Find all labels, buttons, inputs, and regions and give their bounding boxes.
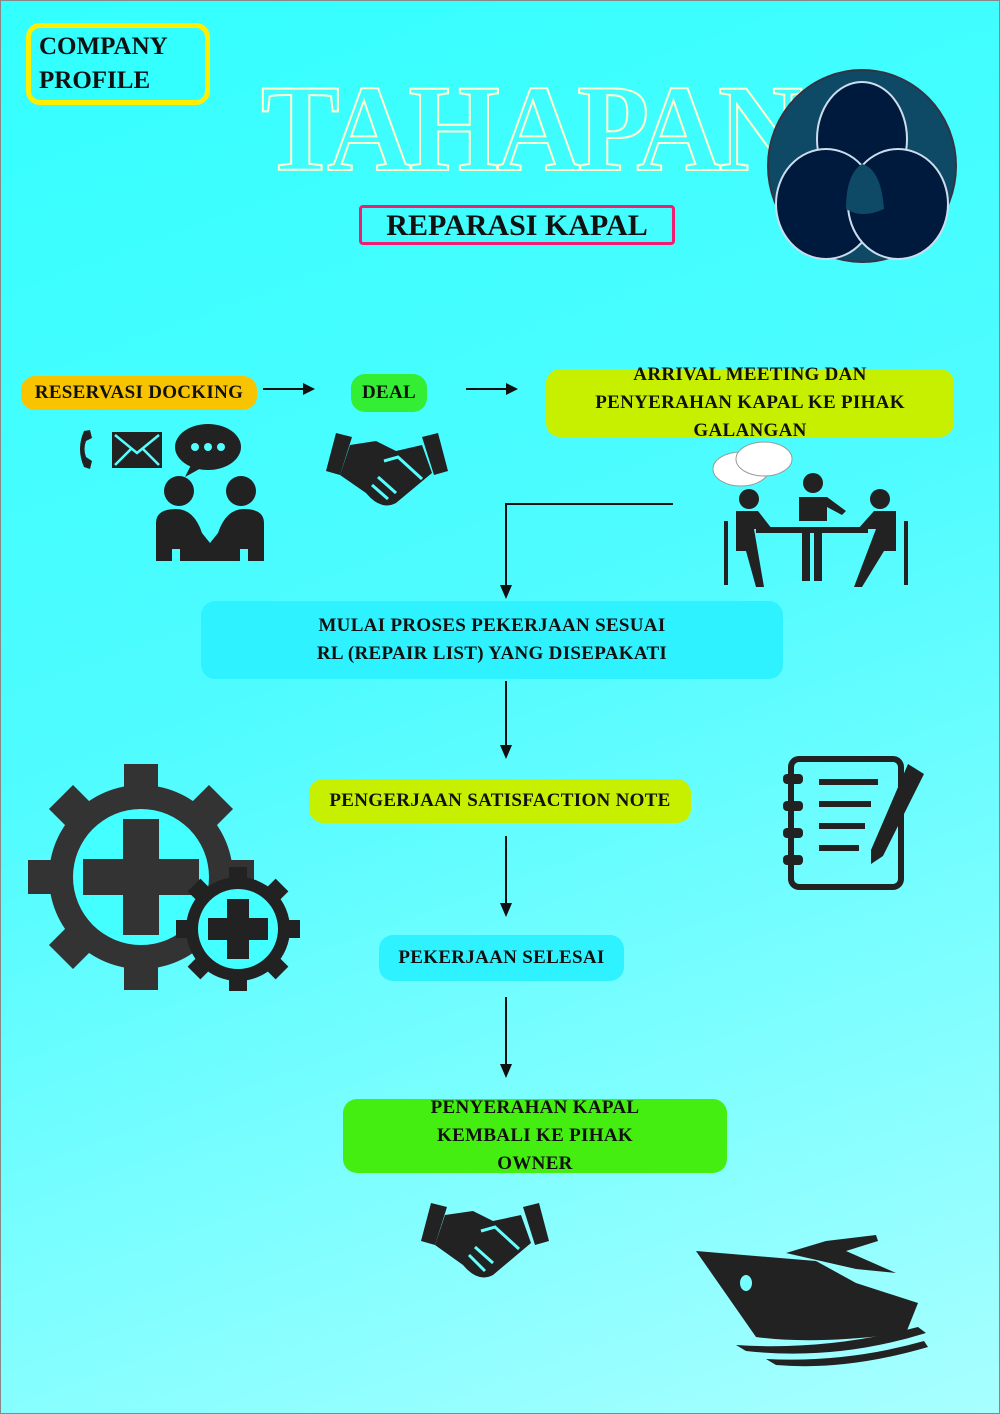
handshake-icon [326, 433, 448, 506]
step-reservasi-docking: RESERVASI DOCKING [21, 376, 257, 410]
arrow-head [500, 903, 512, 917]
gears-icon [28, 764, 300, 991]
chat-icon [175, 424, 241, 477]
step-deal: DEAL [351, 374, 427, 412]
connector-line [506, 503, 673, 505]
step-satisfaction-note: PENGERJAAN SATISFACTION NOTE [309, 779, 691, 823]
step-pekerjaan-selesai: PEKERJAAN SELESAI [379, 935, 624, 981]
ship-icon [696, 1235, 928, 1367]
notepad-icon [783, 756, 924, 890]
company-profile-badge: COMPANY PROFILE [26, 23, 210, 105]
arrow-down [505, 836, 507, 904]
step-mulai-proses: MULAI PROSES PEKERJAAN SESUAI RL (REPAIR… [201, 601, 783, 679]
handshake-icon [421, 1203, 549, 1278]
arrow-down [505, 997, 507, 1065]
connector-line [505, 503, 507, 589]
company-profile-line2: PROFILE [39, 67, 151, 94]
step-arrival-meeting: ARRIVAL MEETING DAN PENYERAHAN KAPAL KE … [546, 364, 954, 441]
logo-rings-icon [767, 69, 957, 263]
arrow-right [263, 388, 305, 390]
arrow-right [466, 388, 508, 390]
company-profile-line1: COMPANY [39, 33, 168, 60]
arrow-head [303, 383, 315, 395]
arrow-head [500, 1064, 512, 1078]
meeting-icon [712, 441, 908, 587]
arrow-head [500, 745, 512, 759]
mail-icon [112, 432, 162, 468]
page-title: TAHAPAN [260, 59, 804, 199]
people-icon [156, 476, 264, 561]
arrow-down [505, 681, 507, 747]
arrow-head [506, 383, 518, 395]
step-penyerahan-kapal: PENYERAHAN KAPAL KEMBALI KE PIHAK OWNER [343, 1097, 727, 1174]
page-subtitle: REPARASI KAPAL [359, 205, 675, 245]
arrow-head [500, 585, 512, 599]
phone-icon [80, 430, 92, 469]
